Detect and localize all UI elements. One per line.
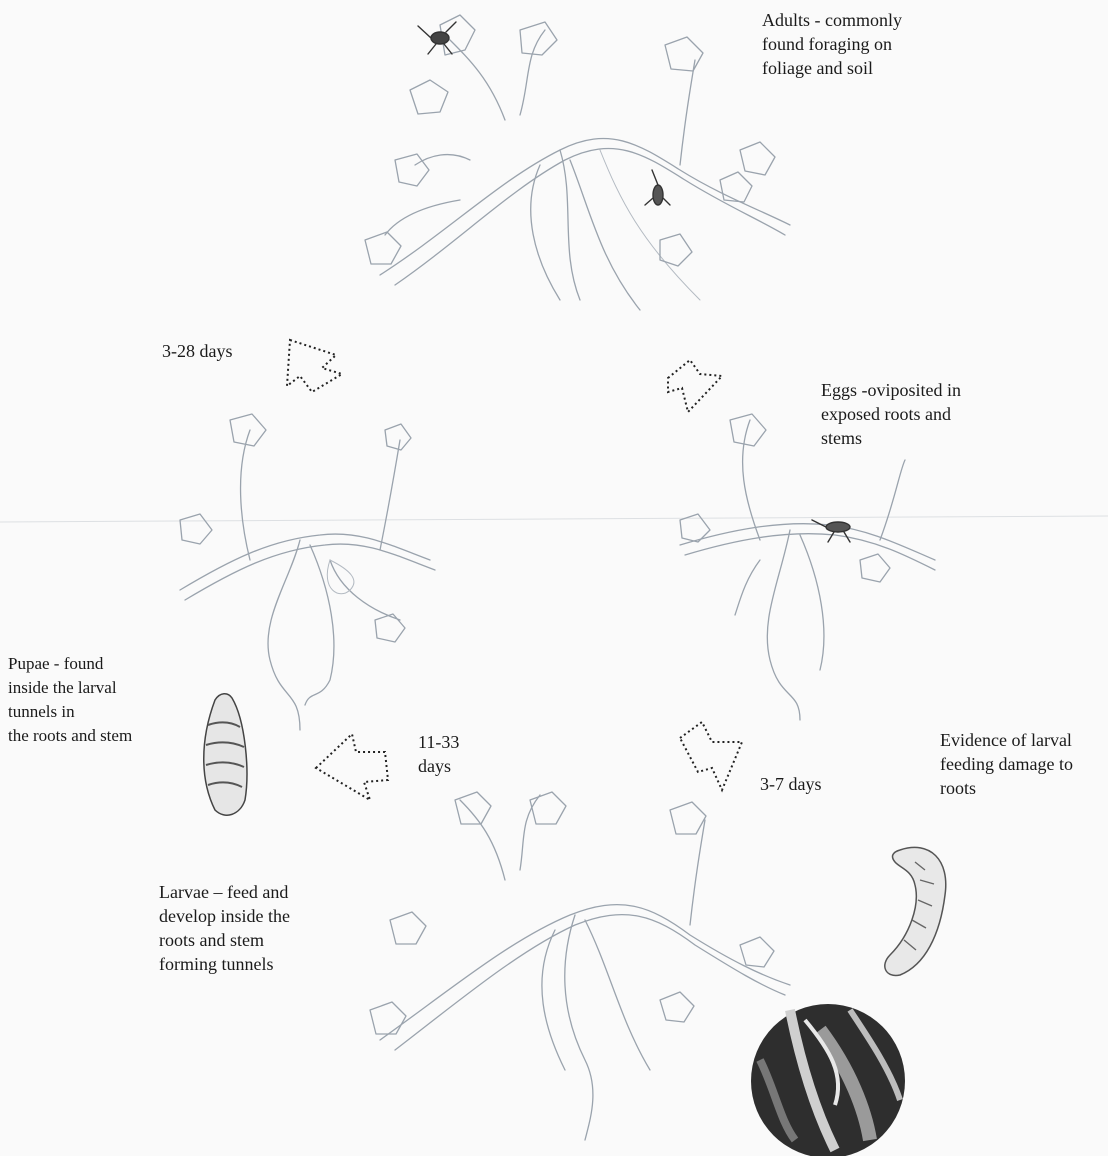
pupae-label: Pupae - found inside the larval tunnels … — [8, 652, 132, 748]
arrow-pupa-to-adult — [287, 340, 342, 392]
adults-label: Adults - commonly found foraging on foli… — [762, 8, 902, 80]
root-damage-photo — [751, 1004, 905, 1156]
duration-pupa-to-adult: 3-28 days — [162, 339, 233, 363]
arrow-adult-to-eggs — [668, 360, 722, 412]
pupa-icon — [204, 694, 247, 815]
adult-weevil-icon — [812, 520, 850, 542]
damage-label: Evidence of larval feeding damage to roo… — [940, 728, 1073, 800]
adult-weevil-icon — [418, 22, 456, 54]
plant-sketch-top — [365, 15, 790, 310]
duration-larva-to-pupa: 11-33 days — [418, 730, 459, 778]
arrow-eggs-to-larva — [680, 722, 742, 790]
arrow-larva-to-pupa — [316, 734, 388, 800]
eggs-label: Eggs -oviposited in exposed roots and st… — [821, 378, 961, 450]
plant-sketch-bottom — [370, 792, 790, 1140]
plant-sketch-right — [680, 414, 935, 720]
scan-line — [0, 516, 1108, 522]
larvae-label: Larvae – feed and develop inside the roo… — [159, 880, 290, 976]
duration-egg-to-larva: 3-7 days — [760, 772, 822, 796]
larva-icon — [885, 847, 946, 975]
adult-weevil-icon — [645, 170, 670, 205]
plant-sketch-left — [180, 414, 435, 730]
